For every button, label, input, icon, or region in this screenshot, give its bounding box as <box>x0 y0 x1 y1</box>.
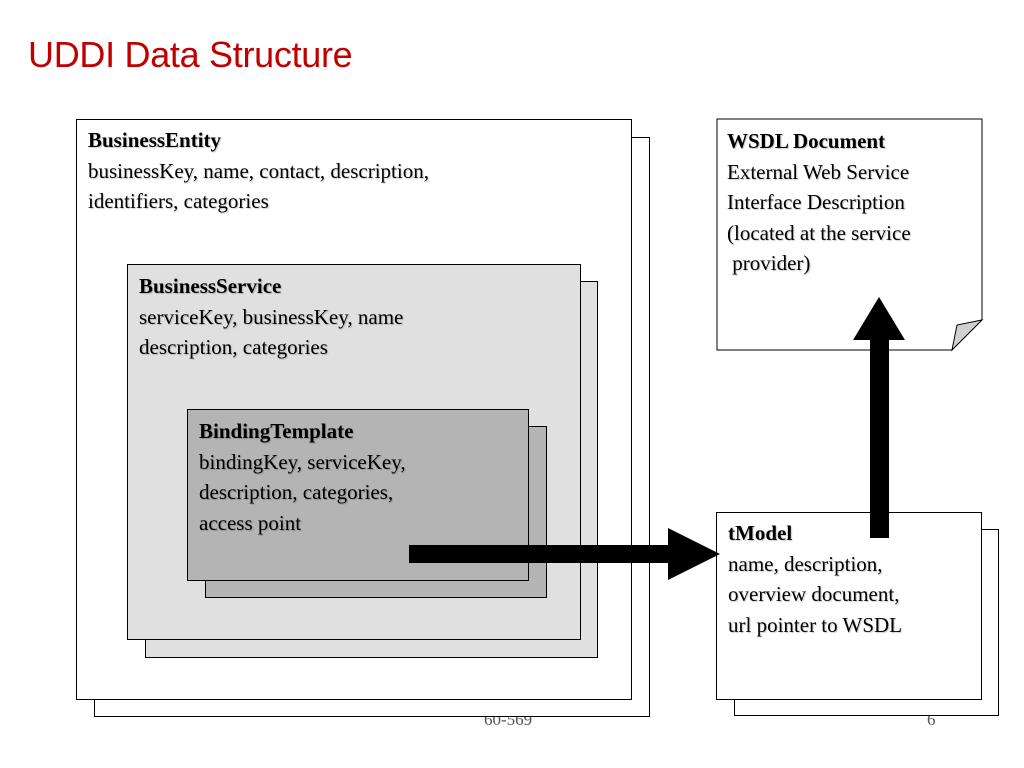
business-entity-heading: BusinessEntity <box>88 128 222 152</box>
business-service-line: serviceKey, businessKey, name <box>139 304 404 329</box>
business-service-text: BusinessService serviceKey, businessKey,… <box>139 271 403 363</box>
tmodel-line: url pointer to WSDL <box>728 612 903 637</box>
business-entity-line: businessKey, name, contact, description, <box>88 158 429 183</box>
wsdl-document-heading: WSDL Document <box>727 129 886 153</box>
tmodel-line: overview document, <box>728 582 900 606</box>
wsdl-document-shape <box>716 118 984 352</box>
tmodel-line: name, description, <box>728 551 883 576</box>
slide-title: UDDI Data Structure <box>28 34 353 75</box>
binding-template-line: access point <box>199 510 302 535</box>
business-entity-line: identifiers, categories <box>88 189 269 213</box>
wsdl-document-line: (located at the service <box>727 220 911 245</box>
footer-slide-number: 6 <box>927 710 936 729</box>
business-service-heading: BusinessService <box>139 274 282 298</box>
tmodel-box <box>716 512 982 700</box>
tmodel-text: tModel name, description, overview docum… <box>728 518 902 640</box>
wsdl-document-text: WSDL Document External Web Service Inter… <box>727 126 911 279</box>
business-entity-text: BusinessEntity businessKey, name, contac… <box>88 125 429 217</box>
wsdl-document-line: External Web Service <box>727 159 910 184</box>
wsdl-document-line: Interface Description <box>727 190 905 214</box>
wsdl-document-line: provider) <box>727 251 811 275</box>
binding-template-line: bindingKey, serviceKey, <box>199 449 406 474</box>
binding-template-text: BindingTemplate bindingKey, serviceKey, … <box>199 416 406 538</box>
tmodel-heading: tModel <box>728 521 793 545</box>
binding-template-heading: BindingTemplate <box>199 419 354 443</box>
binding-template-line: description, categories, <box>199 480 394 504</box>
business-service-line: description, categories <box>139 335 328 359</box>
